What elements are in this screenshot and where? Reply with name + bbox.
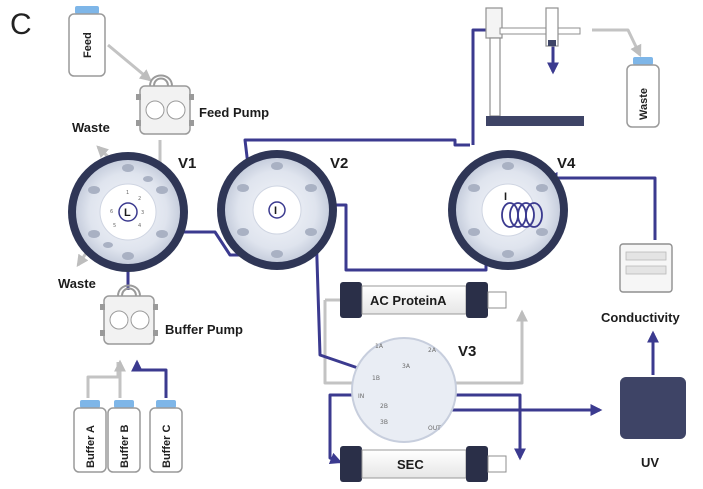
v1-port-3: 3 [141, 210, 144, 216]
conductivity-label: Conductivity [601, 310, 680, 325]
buffer-a-label: Buffer A [85, 425, 97, 468]
valve-v2: I V2 [217, 150, 348, 270]
v3-port-1a: 1A [375, 343, 384, 350]
conductivity-detector: Conductivity [601, 243, 680, 325]
waste-bottle: Waste [626, 57, 660, 128]
sec-column: SEC [340, 446, 507, 482]
waste-left-label: Waste [58, 276, 96, 291]
autosampler [485, 7, 584, 126]
panel-letter: C [10, 8, 32, 41]
v3-port-1b: 1B [372, 375, 380, 382]
feed-pump-label: Feed Pump [199, 105, 269, 120]
v1-label: V1 [178, 155, 196, 172]
v3-port-3a: 3A [402, 363, 411, 370]
buffer-c-bottle: Buffer C [149, 400, 183, 473]
feed-label: Feed [82, 32, 94, 58]
buffer-b-label: Buffer B [119, 425, 131, 468]
valve-v1: L 1 2 3 4 5 6 V1 [68, 152, 196, 272]
v1-port-6: 6 [110, 209, 113, 215]
v1-mode: L [124, 207, 131, 219]
v3-port-out: OUT [428, 425, 441, 432]
buffer-pump-label: Buffer Pump [165, 322, 243, 337]
feed-pump [136, 74, 194, 135]
v3-label: V3 [458, 343, 476, 360]
buffer-a-bottle: Buffer A [73, 400, 107, 473]
ac-proteina-column: AC ProteinA [340, 282, 507, 318]
v3-port-2b: 2B [380, 403, 388, 410]
valve-v3: 1A 2A 3A 1B 2B 3B IN OUT V3 [351, 337, 476, 443]
v1-port-2: 2 [138, 196, 141, 202]
feed-bottle: Feed [68, 6, 106, 77]
uv-label: UV [641, 455, 659, 470]
buffer-c-label: Buffer C [161, 425, 173, 468]
v4-mode: I [504, 191, 507, 203]
v2-label: V2 [330, 155, 348, 172]
sec-column-label: SEC [397, 457, 424, 472]
v3-port-in: IN [358, 393, 364, 400]
uv-detector: UV [620, 377, 686, 470]
valve-v4: I V4 [448, 150, 576, 270]
ac-column-label: AC ProteinA [370, 293, 447, 308]
v1-port-4: 4 [138, 223, 141, 229]
waste-top-label: Waste [72, 120, 110, 135]
v3-port-2a: 2A [428, 347, 437, 354]
v3-port-3b: 3B [380, 419, 388, 426]
waste-bottle-label: Waste [638, 88, 650, 120]
v1-port-1: 1 [126, 190, 129, 196]
buffer-pump [100, 284, 158, 345]
v4-label: V4 [557, 155, 576, 172]
v1-port-5: 5 [113, 223, 116, 229]
v2-mode: I [274, 205, 277, 217]
buffer-b-bottle: Buffer B [107, 400, 141, 473]
